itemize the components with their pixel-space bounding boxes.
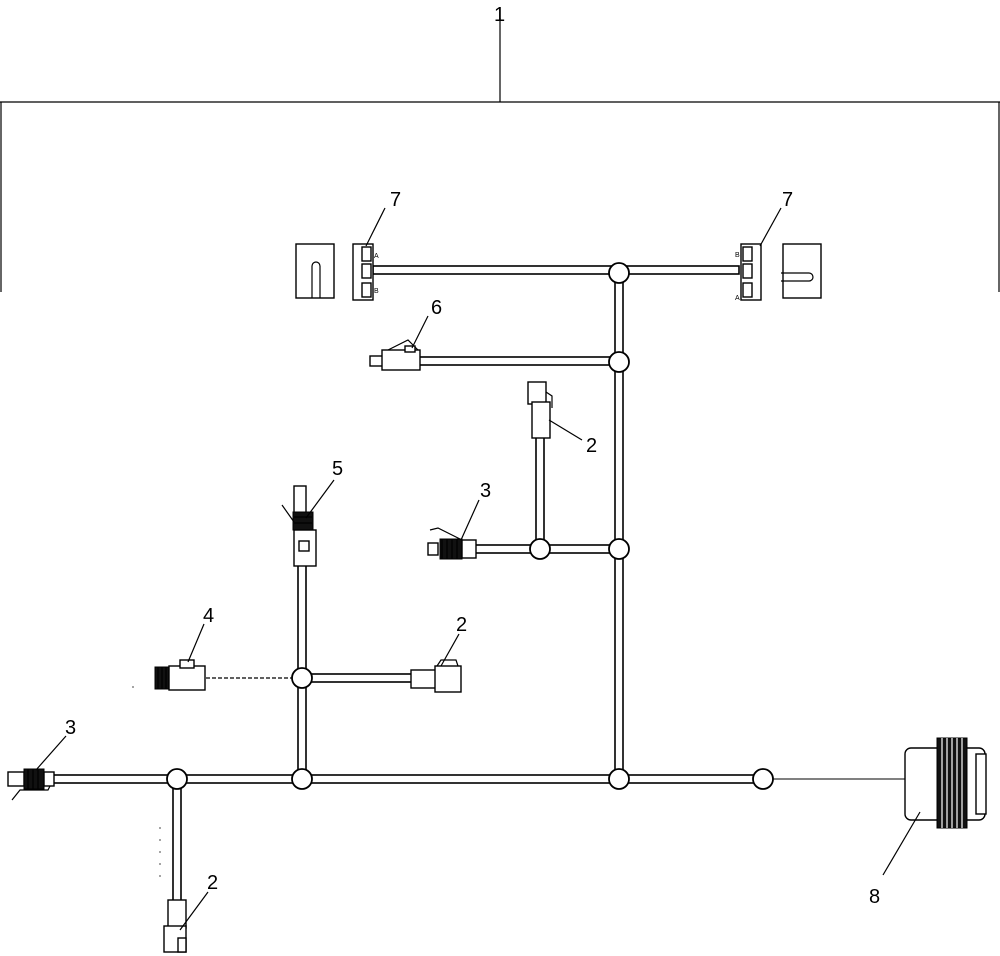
junction-node (529, 538, 551, 560)
wire-main-trunk (614, 271, 624, 781)
connector-2-top (527, 381, 553, 439)
callout-2-bottom: 2 (207, 872, 218, 894)
leader-lines (35, 207, 921, 931)
connector-2-bottom (163, 899, 187, 953)
callout-6: 6 (431, 297, 442, 319)
junction-node (291, 667, 313, 689)
pin-label-b: B (735, 252, 740, 259)
junction-node (608, 538, 630, 560)
connector-3-mid (427, 527, 477, 560)
callout-7-right: 7 (782, 189, 793, 211)
wire-branch-2-mid (301, 673, 413, 683)
junction-node (608, 351, 630, 373)
connector-5 (281, 485, 317, 567)
junction-node (608, 768, 630, 790)
dot-marks (132, 686, 161, 877)
callout-numbers: 1 7 7 6 2 5 3 4 2 3 2 8 (65, 4, 880, 908)
callout-5: 5 (332, 458, 343, 480)
callout-2-top: 2 (586, 435, 597, 457)
connector-4 (154, 659, 206, 691)
pin-label-a: A (735, 295, 740, 302)
junction-node (291, 768, 313, 790)
callout-7-left: 7 (390, 189, 401, 211)
wire-bottom-horizontal (49, 774, 766, 784)
callout-2-mid: 2 (456, 614, 467, 636)
callout-4: 4 (203, 605, 214, 627)
junction-node (752, 768, 774, 790)
wire-branch-2-bottom (172, 779, 182, 903)
junction-node (166, 768, 188, 790)
pin-label-a: A (374, 253, 379, 260)
harness-wires (49, 265, 905, 903)
connector-8 (904, 737, 987, 829)
connector-3-left (7, 768, 55, 801)
callout-1: 1 (494, 4, 505, 26)
connector-7-left: A B (295, 243, 379, 301)
callout-3-mid: 3 (480, 480, 491, 502)
wire-branch-6 (417, 356, 621, 366)
connector-6 (369, 339, 421, 371)
connector-7-right: B A (735, 243, 822, 302)
wire-branch-2-top (535, 435, 545, 551)
junction-nodes (166, 262, 774, 790)
callout-8: 8 (869, 886, 880, 908)
pin-label-b: B (374, 288, 379, 295)
wire-top-horizontal (372, 265, 740, 275)
junction-node (608, 262, 630, 284)
connector-2-mid (410, 659, 462, 693)
assembly-bracket (0, 18, 1000, 292)
callout-3-left: 3 (65, 717, 76, 739)
